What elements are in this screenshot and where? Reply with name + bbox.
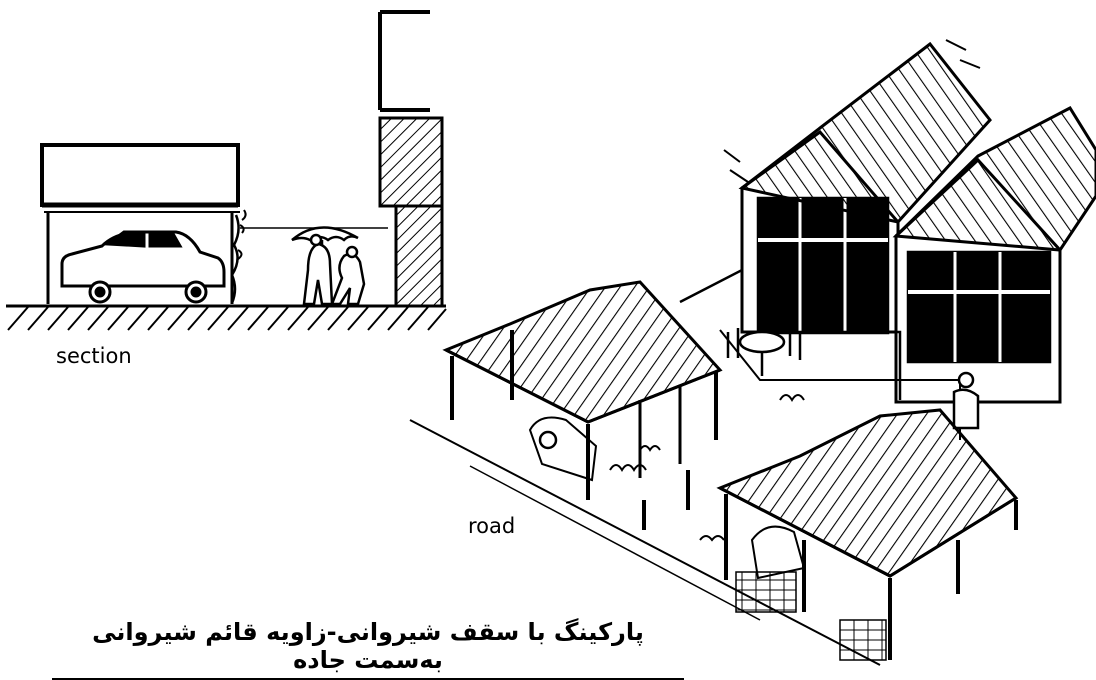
person-icon: [952, 371, 980, 430]
ground-hatch: [7, 306, 447, 331]
wheel-icon: [538, 430, 558, 450]
carport-roof: [40, 143, 240, 207]
section-drawing: [6, 10, 447, 331]
umbrella-person-icon: [291, 226, 366, 306]
table-chairs-icon: [726, 328, 802, 376]
section-label: section: [56, 344, 132, 368]
perspective-drawing: [409, 39, 1096, 666]
car-icon: [60, 230, 226, 304]
figure-caption: پارکینگ با سقف شیروانی-زاویه قائم شیروان…: [52, 618, 684, 680]
road-label: road: [468, 514, 516, 538]
